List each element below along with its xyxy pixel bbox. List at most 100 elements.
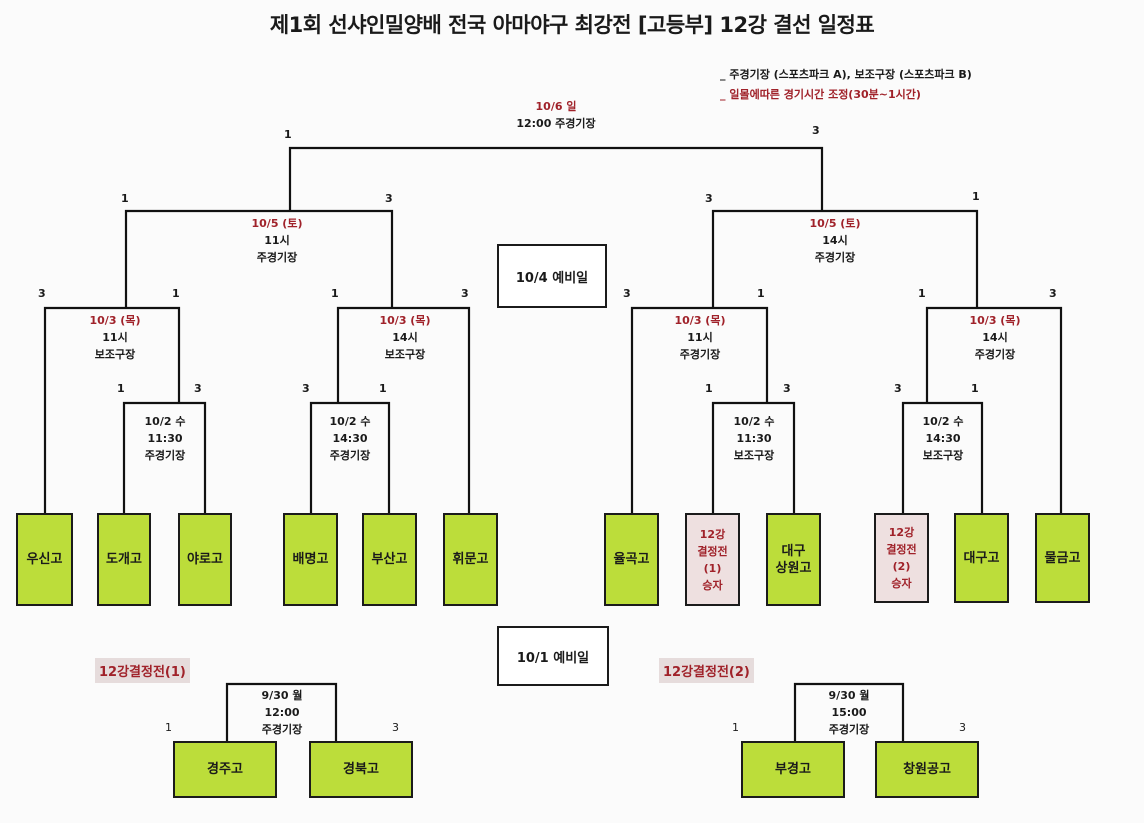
seed-label: 1 (172, 287, 180, 300)
bracket-line-r1-4 (901, 401, 984, 513)
seed-label: 1 (757, 287, 765, 300)
match-time: 11시 (687, 331, 713, 344)
match-venue: 주경기장 (144, 449, 186, 462)
match-date: 10/3 (목) (674, 314, 726, 327)
seed-label: 1 (331, 287, 339, 300)
match-date: 10/6 일 (535, 100, 577, 113)
match-date: 10/2 수 (144, 415, 186, 428)
team-box: 대구고 (954, 513, 1009, 603)
match-r1-1-label: 10/2 수 11:30 주경기장 (124, 413, 206, 464)
match-time: 15:00 (831, 706, 867, 719)
match-time: 11:30 (736, 432, 772, 445)
note-sunset-adjustment: _ 일몰에따른 경기시간 조정(30분~1시간) (720, 88, 921, 101)
seed-label: 1 (121, 192, 129, 205)
seed-label: 3 (38, 287, 46, 300)
match-time: 12:00 (264, 706, 300, 719)
bracket-line-r1-1 (122, 401, 207, 513)
match-r1-4-label: 10/2 수 14:30 보조구장 (903, 413, 983, 464)
qualifier-title: 12강결정전(2) (659, 658, 754, 683)
seed-label: 1 (165, 721, 172, 734)
note-stadiums: _ 주경기장 (스포츠파크 A), 보조구장 (스포츠파크 B) (720, 68, 972, 81)
qualifier-title: 12강결정전(1) (95, 658, 190, 683)
seed-label: 1 (918, 287, 926, 300)
team-box: 우신고 (16, 513, 73, 606)
match-qf-3-label: 10/3 (목) 11시 주경기장 (645, 312, 755, 363)
bracket-line-qf-3 (630, 306, 769, 513)
page-title: 제1회 선샤인밀양배 전국 아마야구 최강전 [고등부] 12강 결선 일정표 (269, 13, 875, 37)
team-box: 야로고 (178, 513, 232, 606)
team-line: 12강 (699, 527, 726, 541)
seed-label: 1 (705, 382, 713, 395)
seed-label: 1 (732, 721, 739, 734)
match-time-venue: 12:00 주경기장 (516, 117, 596, 130)
match-venue: 주경기장 (974, 348, 1016, 361)
match-time: 14:30 (332, 432, 368, 445)
rest-day-oct1: 10/1 예비일 (497, 626, 609, 686)
seed-label: 3 (302, 382, 310, 395)
seed-label: 3 (959, 721, 966, 734)
match-time: 11시 (264, 234, 290, 247)
team-box: 부산고 (362, 513, 417, 606)
team-box-qualifier-winner-2: 12강 결정전 (2) 승자 (874, 513, 929, 603)
seed-label: 1 (972, 190, 980, 203)
team-box: 대구 상원고 (766, 513, 821, 606)
team-box: 부경고 (741, 741, 845, 798)
seed-label: 1 (284, 128, 292, 141)
team-box: 율곡고 (604, 513, 659, 606)
team-line: (1) (703, 561, 722, 575)
match-time: 11:30 (147, 432, 183, 445)
bracket-line-qf-2 (336, 306, 471, 513)
seed-label: 3 (1049, 287, 1057, 300)
team-box: 물금고 (1035, 513, 1090, 603)
bracket-line-r1-2 (309, 401, 391, 513)
bracket-line-semi-right (711, 209, 979, 308)
match-time: 14시 (392, 331, 418, 344)
bracket-line-r1-3 (711, 401, 796, 513)
match-qf-1-label: 10/3 (목) 11시 보조구장 (60, 312, 170, 363)
match-date: 9/30 월 (828, 689, 870, 702)
team-line: 상원고 (775, 560, 812, 576)
team-box: 휘문고 (443, 513, 498, 606)
team-box: 창원공고 (875, 741, 979, 798)
match-venue: 주경기장 (828, 723, 870, 736)
team-line: 결정전 (886, 543, 917, 556)
team-line: 승자 (891, 577, 912, 590)
team-line: 결정전 (697, 544, 728, 558)
team-box: 도개고 (97, 513, 151, 606)
match-time: 14:30 (925, 432, 961, 445)
team-box-qualifier-winner-1: 12강 결정전 (1) 승자 (685, 513, 740, 606)
match-qualifier-1-label: 9/30 월 12:00 주경기장 (227, 687, 337, 738)
rest-day-oct4: 10/4 예비일 (497, 244, 607, 308)
match-final-label: 10/6 일 12:00 주경기장 (476, 98, 636, 132)
match-date: 10/3 (목) (89, 314, 141, 327)
bracket-line-final (288, 146, 824, 211)
match-time: 14시 (982, 331, 1008, 344)
seed-label: 1 (971, 382, 979, 395)
seed-label: 3 (392, 721, 399, 734)
match-semi-left-label: 10/5 (토) 11시 주경기장 (212, 215, 342, 266)
seed-label: 3 (894, 382, 902, 395)
match-date: 10/2 수 (733, 415, 775, 428)
team-box: 경북고 (309, 741, 413, 798)
match-date: 9/30 월 (261, 689, 303, 702)
match-qualifier-2-label: 9/30 월 15:00 주경기장 (795, 687, 903, 738)
match-qf-4-label: 10/3 (목) 14시 주경기장 (940, 312, 1050, 363)
match-date: 10/2 수 (922, 415, 964, 428)
match-r1-2-label: 10/2 수 14:30 주경기장 (310, 413, 390, 464)
match-venue: 보조구장 (922, 449, 964, 462)
match-date: 10/3 (목) (379, 314, 431, 327)
match-time: 14시 (822, 234, 848, 247)
seed-label: 3 (812, 124, 820, 137)
match-semi-right-label: 10/5 (토) 14시 주경기장 (770, 215, 900, 266)
team-box: 경주고 (173, 741, 277, 798)
match-venue: 주경기장 (256, 251, 298, 264)
seed-label: 1 (379, 382, 387, 395)
match-date: 10/2 수 (329, 415, 371, 428)
seed-label: 3 (385, 192, 393, 205)
bracket-line-qf-4 (925, 306, 1063, 513)
match-venue: 보조구장 (94, 348, 136, 361)
match-venue: 주경기장 (261, 723, 303, 736)
seed-label: 3 (623, 287, 631, 300)
